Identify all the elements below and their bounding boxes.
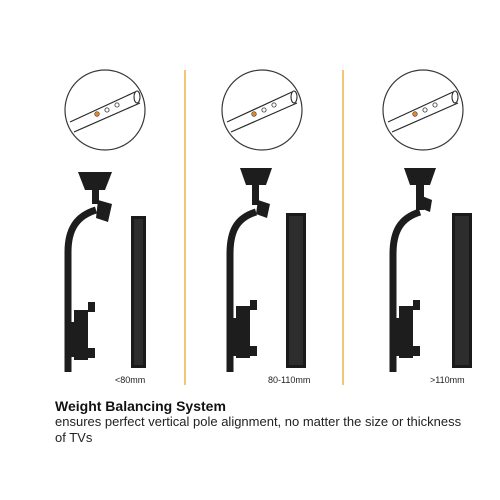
size-label-large: >110mm	[430, 375, 465, 385]
size-label-medium: 80-110mm	[268, 375, 311, 385]
zoom-detail-circle-icon	[221, 69, 303, 151]
ceiling-mount-pole-illustration	[226, 168, 272, 372]
tv-panel-illustration	[452, 213, 472, 368]
feature-heading: Weight Balancing System	[55, 398, 226, 414]
zoom-detail-circle-icon	[64, 69, 146, 151]
tv-panel-illustration	[131, 216, 146, 368]
size-label-small: <80mm	[115, 375, 146, 385]
tv-panel-illustration	[286, 213, 306, 368]
ceiling-mount-pole-illustration	[389, 168, 436, 372]
zoom-detail-circle-icon	[382, 69, 464, 151]
panel-small-illustration	[64, 69, 146, 372]
panel-large-illustration	[382, 69, 472, 372]
feature-description: ensures perfect vertical pole alignment,…	[55, 414, 462, 445]
ceiling-mount-pole-illustration	[64, 172, 112, 372]
panel-medium-illustration	[221, 69, 306, 372]
